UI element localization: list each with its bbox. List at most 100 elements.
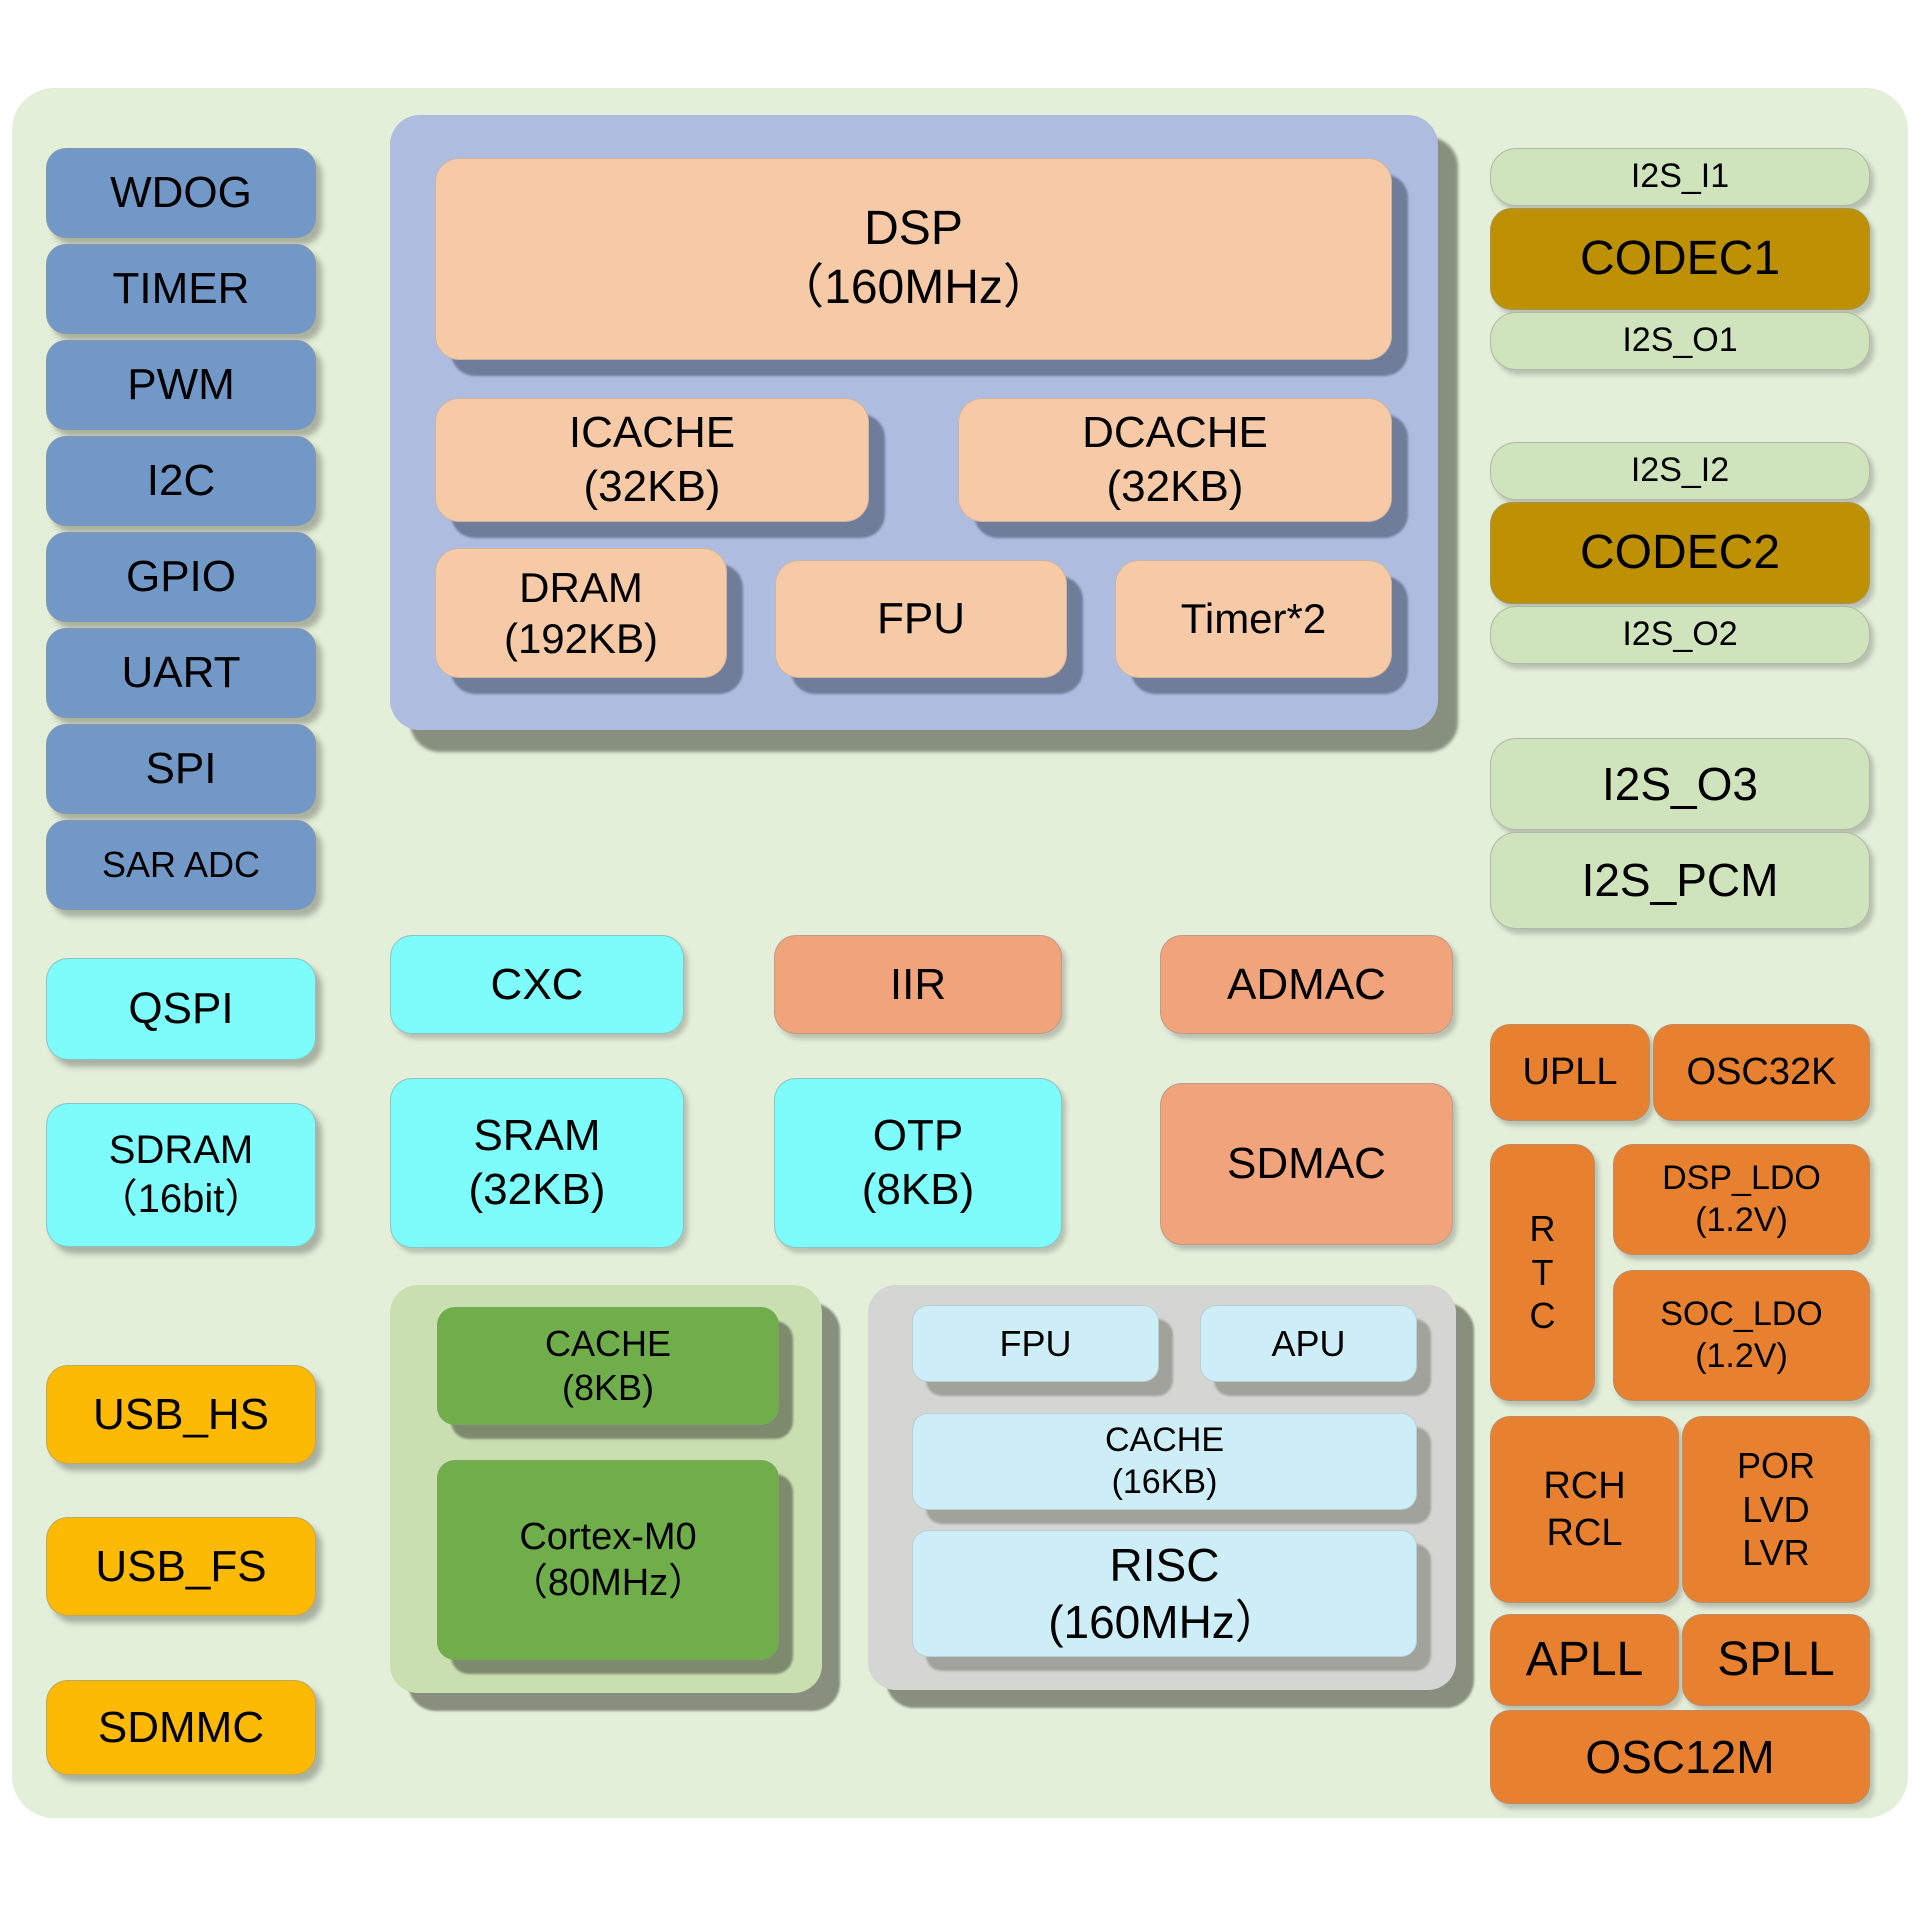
block-risc-apu: APU	[1200, 1305, 1417, 1382]
block-qspi-label: QSPI	[128, 984, 234, 1034]
block-rtc: R T C	[1490, 1144, 1595, 1401]
block-otp-line2: (8KB)	[861, 1165, 975, 1214]
block-i2s-o1-label: I2S_O1	[1622, 321, 1738, 360]
block-cortex-m0: Cortex-M0 （80MHz）	[437, 1460, 779, 1660]
block-rch-rcl-line1: RCH	[1543, 1465, 1626, 1508]
block-sram-line1: SRAM	[473, 1111, 601, 1161]
block-risc-cache-line2: (16KB)	[1111, 1462, 1218, 1501]
block-sram: SRAM (32KB)	[390, 1078, 684, 1248]
block-sdmac-label: SDMAC	[1227, 1139, 1386, 1189]
block-i2s-o2-label: I2S_O2	[1622, 615, 1738, 654]
block-usb-hs-label: USB_HS	[92, 1389, 270, 1439]
block-timer2: Timer*2	[1115, 560, 1392, 678]
block-osc12m-label: OSC12M	[1585, 1730, 1775, 1783]
block-spll: SPLL	[1682, 1614, 1870, 1706]
block-dram: DRAM (192KB)	[435, 548, 727, 678]
block-wdog-label: WDOG	[110, 168, 252, 218]
block-otp-line1: OTP	[872, 1111, 964, 1161]
block-rch-rcl: RCH RCL	[1490, 1416, 1679, 1603]
block-spi-label: SPI	[145, 744, 217, 794]
block-uart-label: UART	[121, 648, 241, 698]
block-i2s-o1: I2S_O1	[1490, 312, 1870, 370]
block-i2s-i1-label: I2S_I1	[1630, 157, 1730, 196]
block-timer-label: TIMER	[112, 264, 250, 314]
block-mcu-cache-line1: CACHE	[544, 1323, 672, 1365]
block-dcache-line1: DCACHE	[1082, 408, 1268, 458]
block-cxc: CXC	[390, 935, 684, 1034]
block-soc-ldo-line1: SOC_LDO	[1660, 1295, 1823, 1334]
block-icache: ICACHE (32KB)	[435, 398, 869, 522]
block-mcu-cache: CACHE (8KB)	[437, 1307, 779, 1425]
block-dcache-line2: (32KB)	[1106, 462, 1244, 511]
block-i2s-pcm: I2S_PCM	[1490, 832, 1870, 929]
block-gpio: GPIO	[46, 532, 316, 622]
block-timer2-label: Timer*2	[1180, 595, 1327, 643]
block-i2s-i1: I2S_I1	[1490, 148, 1870, 206]
block-usb-fs: USB_FS	[46, 1517, 316, 1616]
block-codec1: CODEC1	[1490, 208, 1870, 310]
block-admac: ADMAC	[1160, 935, 1453, 1034]
block-sdram: SDRAM （16bit）	[46, 1103, 316, 1247]
block-i2c-label: I2C	[146, 456, 216, 506]
block-wdog: WDOG	[46, 148, 316, 238]
block-por-lvd-lvr-line2: LVD	[1742, 1488, 1810, 1530]
block-cxc-label: CXC	[490, 959, 584, 1009]
block-risc-apu-label: APU	[1271, 1322, 1346, 1364]
block-sdram-line2: （16bit）	[97, 1177, 265, 1221]
block-sdmmc: SDMMC	[46, 1680, 316, 1775]
block-por-lvd-lvr-line3: LVR	[1742, 1532, 1810, 1574]
block-qspi: QSPI	[46, 958, 316, 1060]
block-soc-ldo-line2: (1.2V)	[1695, 1336, 1788, 1375]
block-usb-hs: USB_HS	[46, 1365, 316, 1464]
block-gpio-label: GPIO	[125, 552, 237, 602]
block-por-lvd-lvr-line1: POR	[1736, 1444, 1815, 1486]
block-rch-rcl-line2: RCL	[1546, 1511, 1623, 1554]
block-dsp-fpu: FPU	[775, 560, 1067, 678]
block-dsp-line1: DSP	[864, 202, 963, 256]
block-codec2: CODEC2	[1490, 502, 1870, 604]
block-spll-label: SPLL	[1717, 1632, 1835, 1686]
block-uart: UART	[46, 628, 316, 718]
block-risc: RISC (160MHz）	[912, 1530, 1417, 1657]
block-sar-adc-label: SAR ADC	[101, 844, 261, 886]
block-dram-line2: (192KB)	[503, 615, 659, 662]
block-risc-fpu: FPU	[912, 1305, 1159, 1382]
block-i2s-o3-label: I2S_O3	[1602, 757, 1758, 810]
block-upll: UPLL	[1490, 1024, 1650, 1121]
block-risc-line1: RISC	[1109, 1539, 1220, 1592]
block-codec1-label: CODEC1	[1579, 231, 1781, 285]
block-sram-line2: (32KB)	[468, 1165, 606, 1214]
block-pwm: PWM	[46, 340, 316, 430]
block-dsp-ldo-line1: DSP_LDO	[1662, 1159, 1821, 1198]
block-dsp-ldo-line2: (1.2V)	[1695, 1200, 1788, 1239]
block-timer: TIMER	[46, 244, 316, 334]
block-dsp: DSP （160MHz）	[435, 158, 1392, 360]
block-apll: APLL	[1490, 1614, 1679, 1706]
block-codec2-label: CODEC2	[1579, 525, 1781, 579]
block-sar-adc: SAR ADC	[46, 820, 316, 910]
block-iir: IIR	[774, 935, 1062, 1034]
block-admac-label: ADMAC	[1227, 959, 1386, 1009]
block-upll-label: UPLL	[1522, 1051, 1618, 1094]
block-dsp-fpu-label: FPU	[877, 594, 965, 644]
block-i2s-pcm-label: I2S_PCM	[1581, 854, 1779, 907]
block-pwm-label: PWM	[127, 360, 235, 410]
block-usb-fs-label: USB_FS	[95, 1541, 267, 1591]
block-i2s-i2-label: I2S_I2	[1630, 451, 1730, 490]
block-risc-cache-line1: CACHE	[1104, 1421, 1225, 1460]
block-osc12m: OSC12M	[1490, 1710, 1870, 1804]
block-mcu-cache-line2: (8KB)	[561, 1367, 655, 1408]
block-sdmmc-label: SDMMC	[97, 1702, 265, 1752]
block-risc-fpu-label: FPU	[999, 1322, 1072, 1364]
block-risc-line2: (160MHz）	[1048, 1595, 1281, 1648]
block-cortex-m0-line1: Cortex-M0	[519, 1515, 697, 1558]
block-rtc-line1: R	[1529, 1207, 1556, 1249]
block-icache-line1: ICACHE	[568, 408, 736, 458]
block-dsp-line2: （160MHz）	[776, 261, 1051, 314]
block-i2s-o2: I2S_O2	[1490, 606, 1870, 664]
block-dsp-ldo: DSP_LDO (1.2V)	[1613, 1144, 1870, 1255]
block-sdmac: SDMAC	[1160, 1083, 1453, 1245]
block-iir-label: IIR	[889, 959, 947, 1009]
block-rtc-line2: T	[1531, 1251, 1554, 1293]
